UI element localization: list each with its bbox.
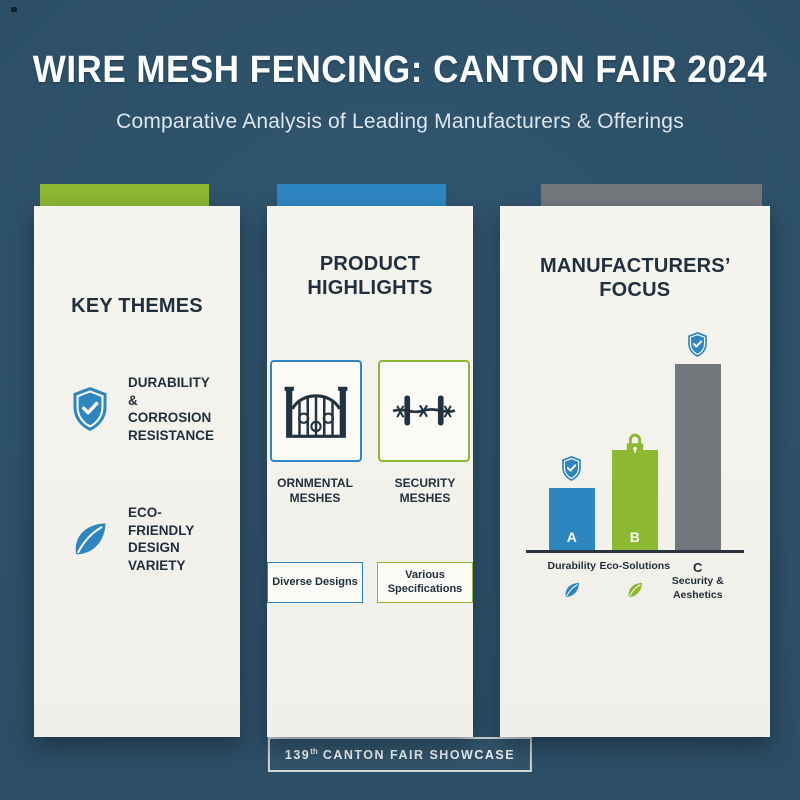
bar-column-a: A — [548, 455, 595, 550]
product-highlights-title: PRODUCT HIGHLIGHTS — [307, 253, 433, 299]
header: WIRE MESH FENCING: CANTON FAIR 2024 Comp… — [0, 0, 800, 134]
bar-b: B — [611, 450, 658, 550]
footer-badge: 139th CANTON FAIR SHOWCASE — [267, 736, 533, 772]
manufacturers-focus-panel: MANUFACTURERS’ FOCUS A — [500, 184, 770, 737]
ornamental-mesh-box — [270, 360, 363, 462]
ornamental-gate-icon — [283, 378, 349, 444]
category-label-eco-solutions: Eco-Solutions — [599, 560, 671, 572]
bar-c-letter: C — [693, 560, 703, 575]
product-highlights-card: PRODUCT HIGHLIGHTS — [267, 206, 474, 737]
fair-number: 139 — [284, 748, 311, 762]
feature-tags: Diverse Designs Various Specifications — [267, 562, 474, 603]
footer-label: CANTON FAIR SHOWCASE — [322, 748, 516, 762]
product-highlights-panel: PRODUCT HIGHLIGHTS — [267, 184, 474, 737]
fair-number-suffix: th — [310, 746, 318, 756]
category-label-security-aesthetics: Security & Aeshetics — [671, 575, 724, 601]
key-themes-title: KEY THEMES — [71, 295, 203, 317]
theme-item-durability: DURABILITY & CORROSION RESISTANCE — [68, 374, 214, 444]
key-themes-card: KEY THEMES DURABILITY & CORROSION RESIST… — [34, 206, 241, 737]
key-themes-panel: KEY THEMES DURABILITY & CORROSION RESIST… — [34, 184, 241, 737]
shield-icon — [685, 331, 710, 358]
leaf-icon — [562, 580, 582, 600]
bar-c — [674, 364, 721, 550]
corner-mark — [11, 7, 17, 12]
leaf-icon — [625, 580, 645, 600]
label-column-durability: Durability — [547, 560, 596, 602]
manufacturers-focus-card: MANUFACTURERS’ FOCUS A — [500, 206, 770, 737]
security-mesh-label: SECURITY MESHES — [394, 476, 456, 505]
theme-item-eco: ECO-FRIENDLY DESIGN VARIETY — [68, 504, 214, 574]
product-labels: ORNMENTAL MESHES SECURITY MESHES — [267, 476, 473, 506]
bar-a: A — [548, 488, 595, 550]
barbed-wire-icon — [391, 378, 457, 444]
ornamental-mesh-label: ORNMENTAL MESHES — [277, 476, 353, 505]
shield-icon — [559, 455, 584, 482]
theme-label-eco: ECO-FRIENDLY DESIGN VARIETY — [128, 505, 195, 573]
chart-baseline — [526, 550, 744, 553]
security-mesh-box — [378, 360, 471, 462]
page-title: WIRE MESH FENCING: CANTON FAIR 2024 — [32, 48, 768, 91]
bar-column-b: B — [611, 431, 658, 550]
diverse-designs-tag: Diverse Designs — [267, 562, 364, 603]
shield-icon — [68, 385, 112, 433]
manufacturers-focus-title: MANUFACTURERS’ FOCUS — [540, 255, 731, 301]
theme-list: DURABILITY & CORROSION RESISTANCE ECO-FR… — [34, 374, 240, 574]
bar-b-letter: B — [629, 529, 640, 545]
chart-labels: Durability Eco-Solutions — [500, 560, 769, 602]
bar-column-c — [674, 331, 721, 550]
padlock-icon — [621, 431, 649, 459]
page-subtitle: Comparative Analysis of Leading Manufact… — [116, 110, 684, 133]
product-boxes — [267, 360, 473, 462]
label-column-security: C Security & Aeshetics — [672, 560, 724, 602]
various-specifications-tag: Various Specifications — [377, 562, 474, 603]
bar-a-letter: A — [566, 529, 577, 545]
leaf-icon — [68, 515, 112, 563]
category-label-durability: Durability — [547, 560, 596, 572]
theme-label-durability: DURABILITY & CORROSION RESISTANCE — [128, 375, 215, 443]
focus-bar-chart: A B — [500, 318, 769, 550]
label-column-eco: Eco-Solutions — [599, 560, 670, 602]
cards-row: KEY THEMES DURABILITY & CORROSION RESIST… — [34, 184, 770, 737]
